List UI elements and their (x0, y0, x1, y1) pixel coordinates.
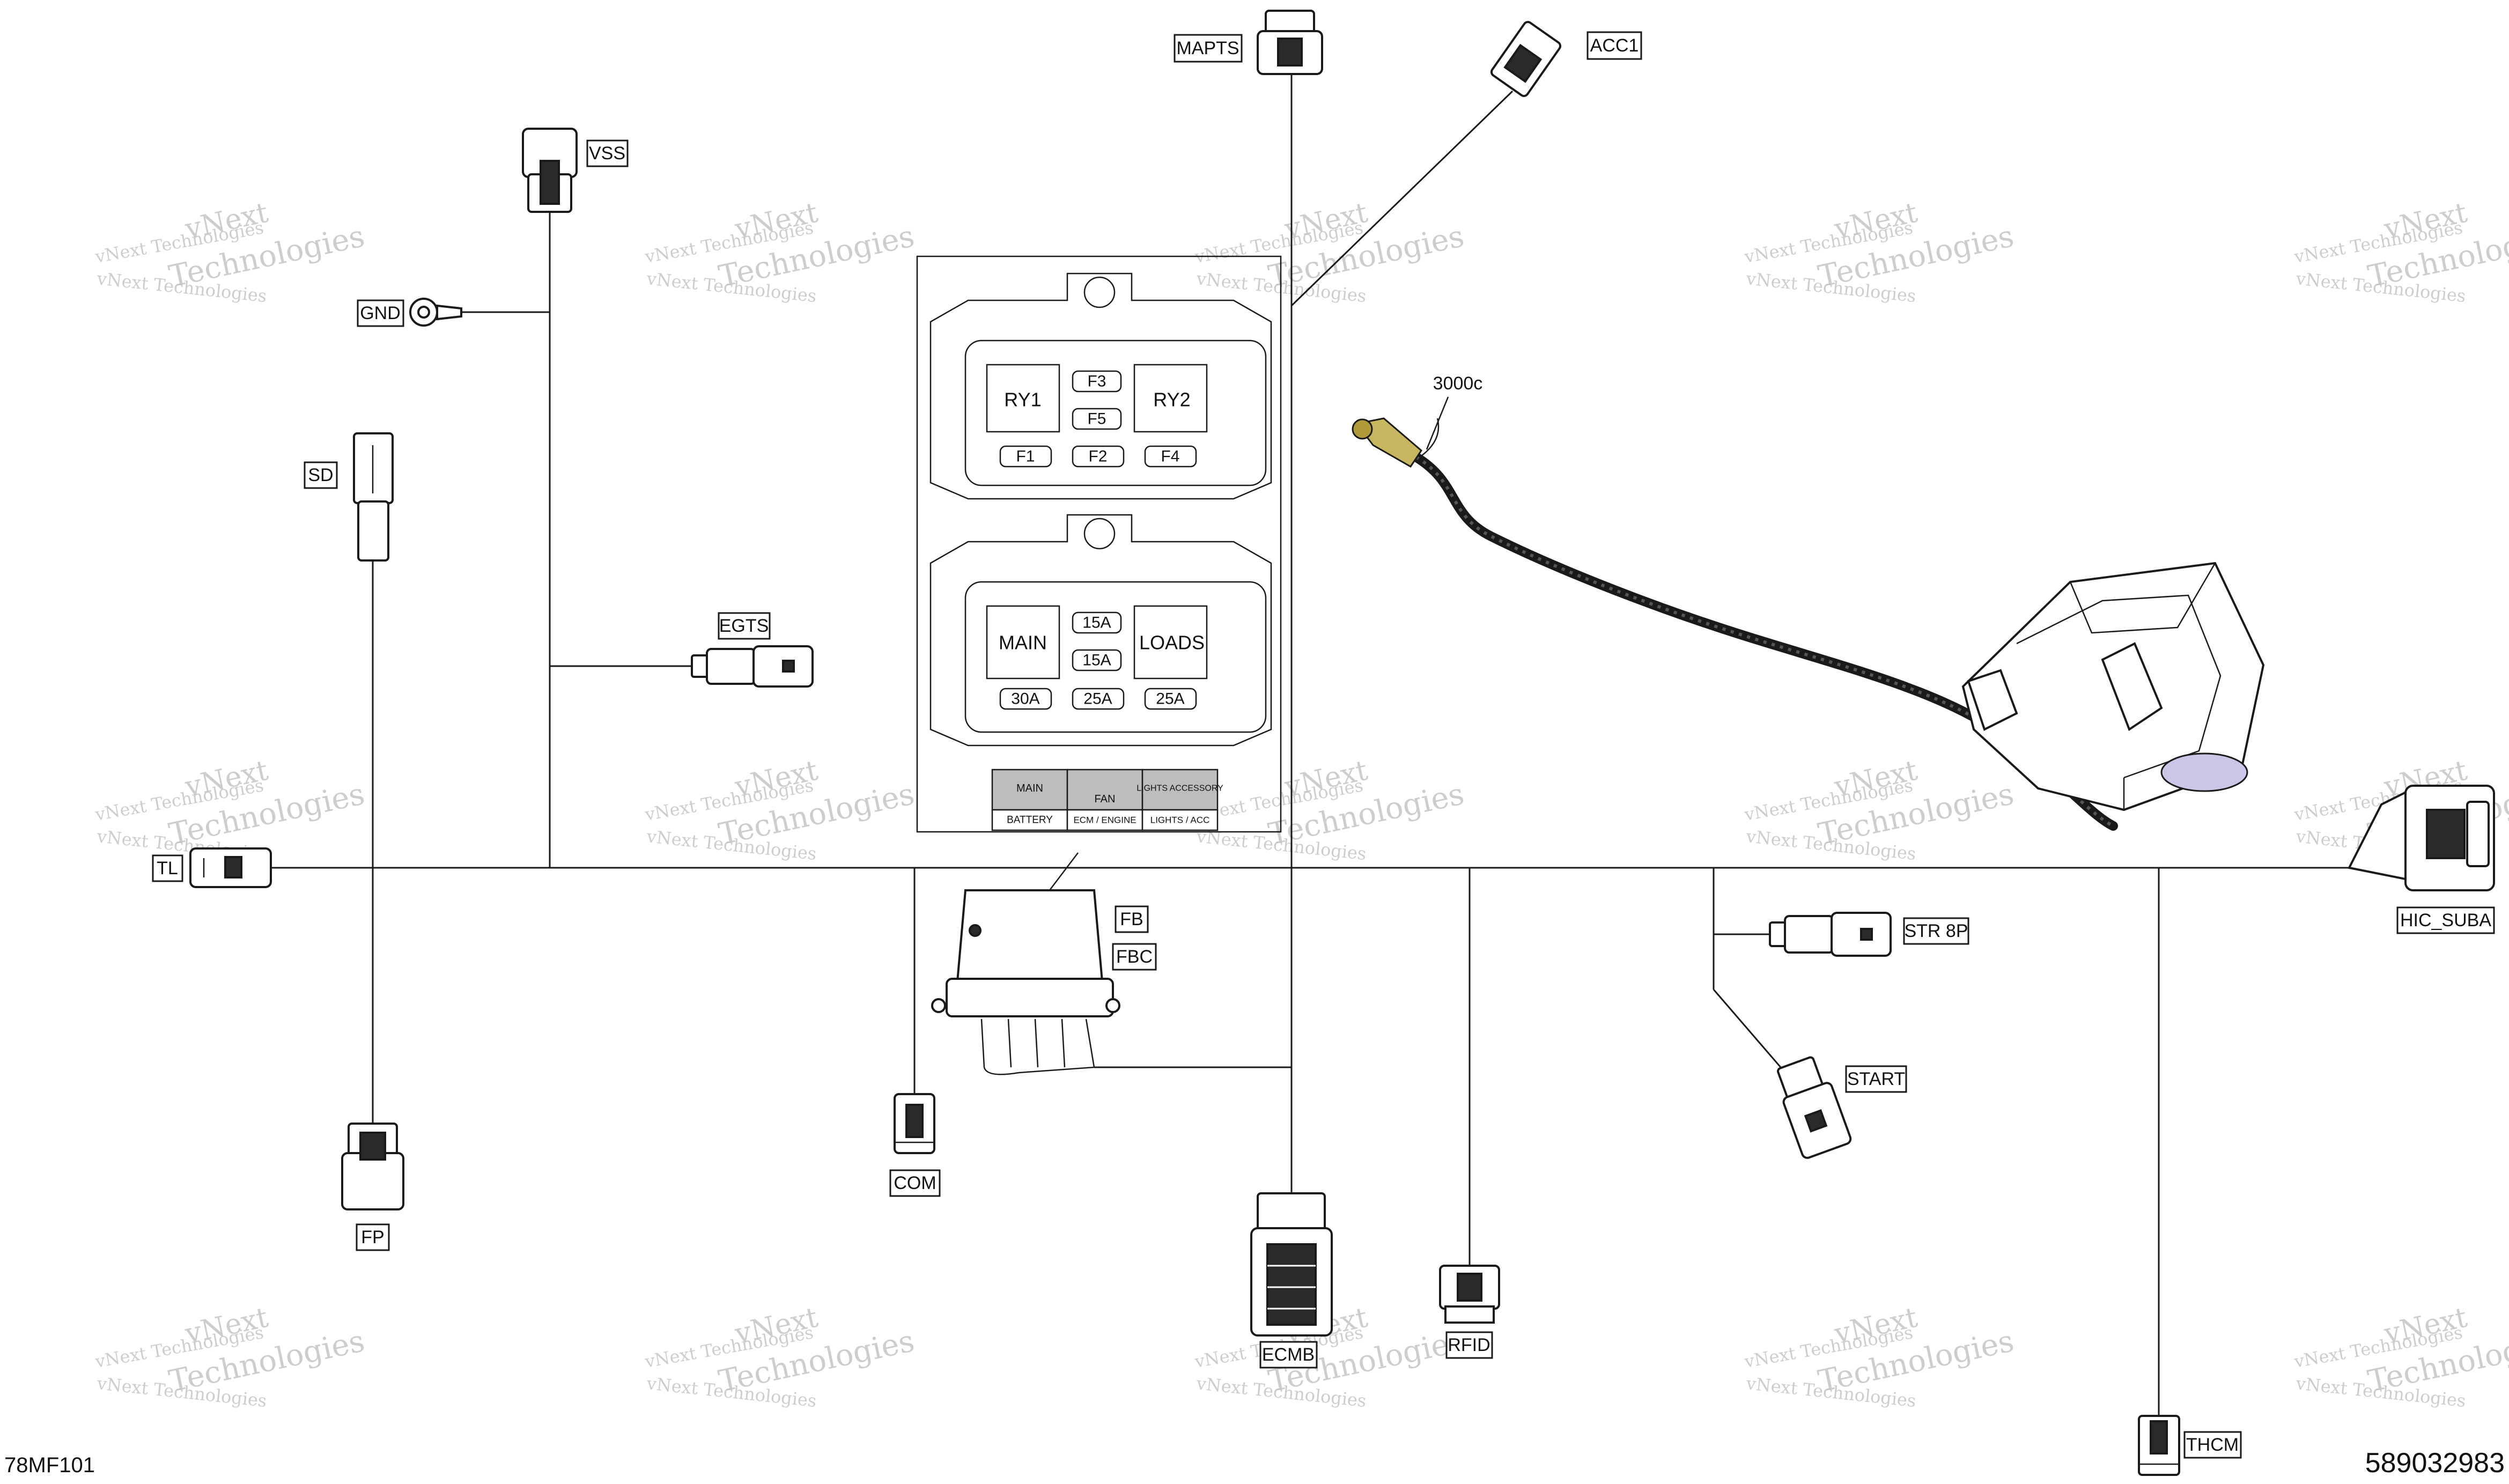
part-number: 589032983 (2365, 1448, 2505, 1479)
svg-text:VSS: VSS (589, 143, 625, 164)
svg-text:START: START (1847, 1069, 1905, 1089)
label-str8p: STR 8P (1903, 917, 1969, 945)
svg-text:COM: COM (894, 1173, 936, 1193)
fuse-f4-label: F4 (1161, 448, 1179, 466)
label-rfid: RFID (1445, 1331, 1493, 1359)
part-3000c-harness-icon (1352, 396, 2265, 831)
label-egts: EGTS (718, 612, 771, 640)
gnd-ring-terminal-icon (409, 298, 462, 327)
sd-connector-icon (353, 432, 394, 562)
svg-text:ECMB: ECMB (1262, 1345, 1315, 1365)
legend-main: MAIN (1016, 782, 1043, 794)
fuse-15a-top-label: 15A (1082, 614, 1111, 632)
tl-connector-icon (189, 847, 272, 888)
fuse-25a-right-label: 25A (1156, 690, 1184, 708)
watermark-tile: vNext TechnologiesvNextTechnologiesvNext… (2292, 1302, 2509, 1412)
fuse-f1-label: F1 (1016, 448, 1035, 466)
watermark-tile: vNext TechnologiesvNextTechnologiesvNext… (1193, 755, 1467, 865)
fuse-main-label: MAIN (999, 632, 1047, 654)
svg-text:STR 8P: STR 8P (1904, 921, 1968, 941)
fuse-f2-label: F2 (1088, 448, 1107, 466)
watermark-tile: vNext TechnologiesvNextTechnologiesvNext… (643, 197, 918, 307)
hic-suba-connector-icon (2348, 785, 2495, 891)
fuse-25a-label: 25A (1083, 690, 1112, 708)
watermark-tile: vNext TechnologiesvNextTechnologiesvNext… (643, 1302, 918, 1412)
label-fbc: FBC (1112, 943, 1157, 971)
label-fp: FP (356, 1223, 390, 1251)
svg-text:FP: FP (361, 1227, 384, 1247)
svg-text:RFID: RFID (1448, 1335, 1490, 1355)
svg-text:HIC_SUBA: HIC_SUBA (2400, 910, 2491, 931)
fb-fbc-block-icon (931, 889, 1120, 1075)
svg-text:THCM: THCM (2186, 1435, 2239, 1455)
relay-ry2-label: RY2 (1153, 389, 1190, 411)
label-ecmb: ECMB (1259, 1341, 1318, 1369)
label-start: START (1845, 1065, 1907, 1093)
legend-fan: FAN (1095, 793, 1116, 805)
label-acc1: ACC1 (1586, 31, 1642, 60)
svg-text:MAPTS: MAPTS (1176, 38, 1239, 58)
start-connector-icon (1777, 1056, 1852, 1159)
fuse-30a-label: 30A (1011, 690, 1039, 708)
fuse-f3-label: F3 (1087, 373, 1106, 390)
watermark-tile: vNext TechnologiesvNextTechnologiesvNext… (1743, 197, 2017, 307)
svg-text:SD: SD (308, 465, 333, 485)
label-mapts: MAPTS (1174, 34, 1243, 63)
svg-text:TL: TL (157, 858, 178, 878)
svg-text:GND: GND (360, 303, 401, 323)
svg-text:FBC: FBC (1116, 947, 1153, 967)
svg-text:FB: FB (1120, 909, 1143, 929)
legend-battery: BATTERY (1007, 815, 1053, 826)
svg-text:EGTS: EGTS (719, 616, 769, 636)
legend-lights-accessory: LIGHTS ACCESSORY (1137, 784, 1223, 793)
fp-connector-icon (341, 1123, 404, 1210)
label-thcm: THCM (2183, 1431, 2242, 1459)
egts-connector-icon (691, 645, 814, 688)
watermark-tile: vNext TechnologiesvNextTechnologiesvNext… (1193, 197, 1467, 307)
vss-connector-icon (522, 128, 578, 213)
str8p-connector-icon (1769, 912, 1892, 957)
label-gnd: GND (357, 299, 404, 327)
watermark-tile: vNext TechnologiesvNextTechnologiesvNext… (643, 755, 918, 865)
label-3000c: 3000c (1433, 373, 1483, 394)
fuse-legend: MAIN FAN LIGHTS ACCESSORY BATTERY ECM / … (991, 769, 1223, 831)
connector-labels: MAPTS ACC1 VSS GND SD EGTS TL FP (152, 31, 2495, 1459)
mapts-connector-icon (1257, 10, 1323, 75)
fuse-loads-label: LOADS (1139, 632, 1205, 654)
acc1-connector-icon (1490, 21, 1562, 97)
fuse-box: RY1 RY2 F3 F5 F1 F2 F4 MAIN LOADS 15A 15… (916, 255, 1282, 833)
watermark-tile: vNext TechnologiesvNextTechnologiesvNext… (93, 197, 368, 307)
label-vss: VSS (586, 139, 629, 167)
watermark-tile: vNext TechnologiesvNextTechnologiesvNext… (1743, 755, 2017, 865)
svg-text:ACC1: ACC1 (1590, 35, 1639, 56)
label-fb: FB (1115, 905, 1149, 933)
fuse-15a-mid-label: 15A (1082, 652, 1111, 669)
connector-shapes (189, 10, 2495, 1476)
relay-ry1-label: RY1 (1004, 389, 1041, 411)
drawing-code: 78MF101 (4, 1453, 95, 1477)
label-com: COM (889, 1169, 941, 1197)
legend-ecm-engine: ECM / ENGINE (1073, 815, 1136, 825)
label-sd: SD (304, 461, 338, 489)
label-hic-suba: HIC_SUBA (2396, 906, 2495, 934)
legend-lights-acc: LIGHTS / ACC (1150, 815, 1210, 825)
watermark-tile: vNext TechnologiesvNextTechnologiesvNext… (93, 1302, 368, 1412)
rfid-connector-icon (1439, 1265, 1500, 1324)
fuse-f5-label: F5 (1087, 410, 1106, 428)
wires (268, 75, 2397, 1421)
watermark-tile: vNext TechnologiesvNextTechnologiesvNext… (1743, 1302, 2017, 1412)
thcm-connector-icon (2138, 1415, 2180, 1476)
watermark-tile: vNext TechnologiesvNextTechnologiesvNext… (2292, 197, 2509, 307)
ecmb-connector-icon (1250, 1192, 1333, 1337)
com-connector-icon (894, 1093, 935, 1154)
label-tl: TL (152, 854, 183, 882)
